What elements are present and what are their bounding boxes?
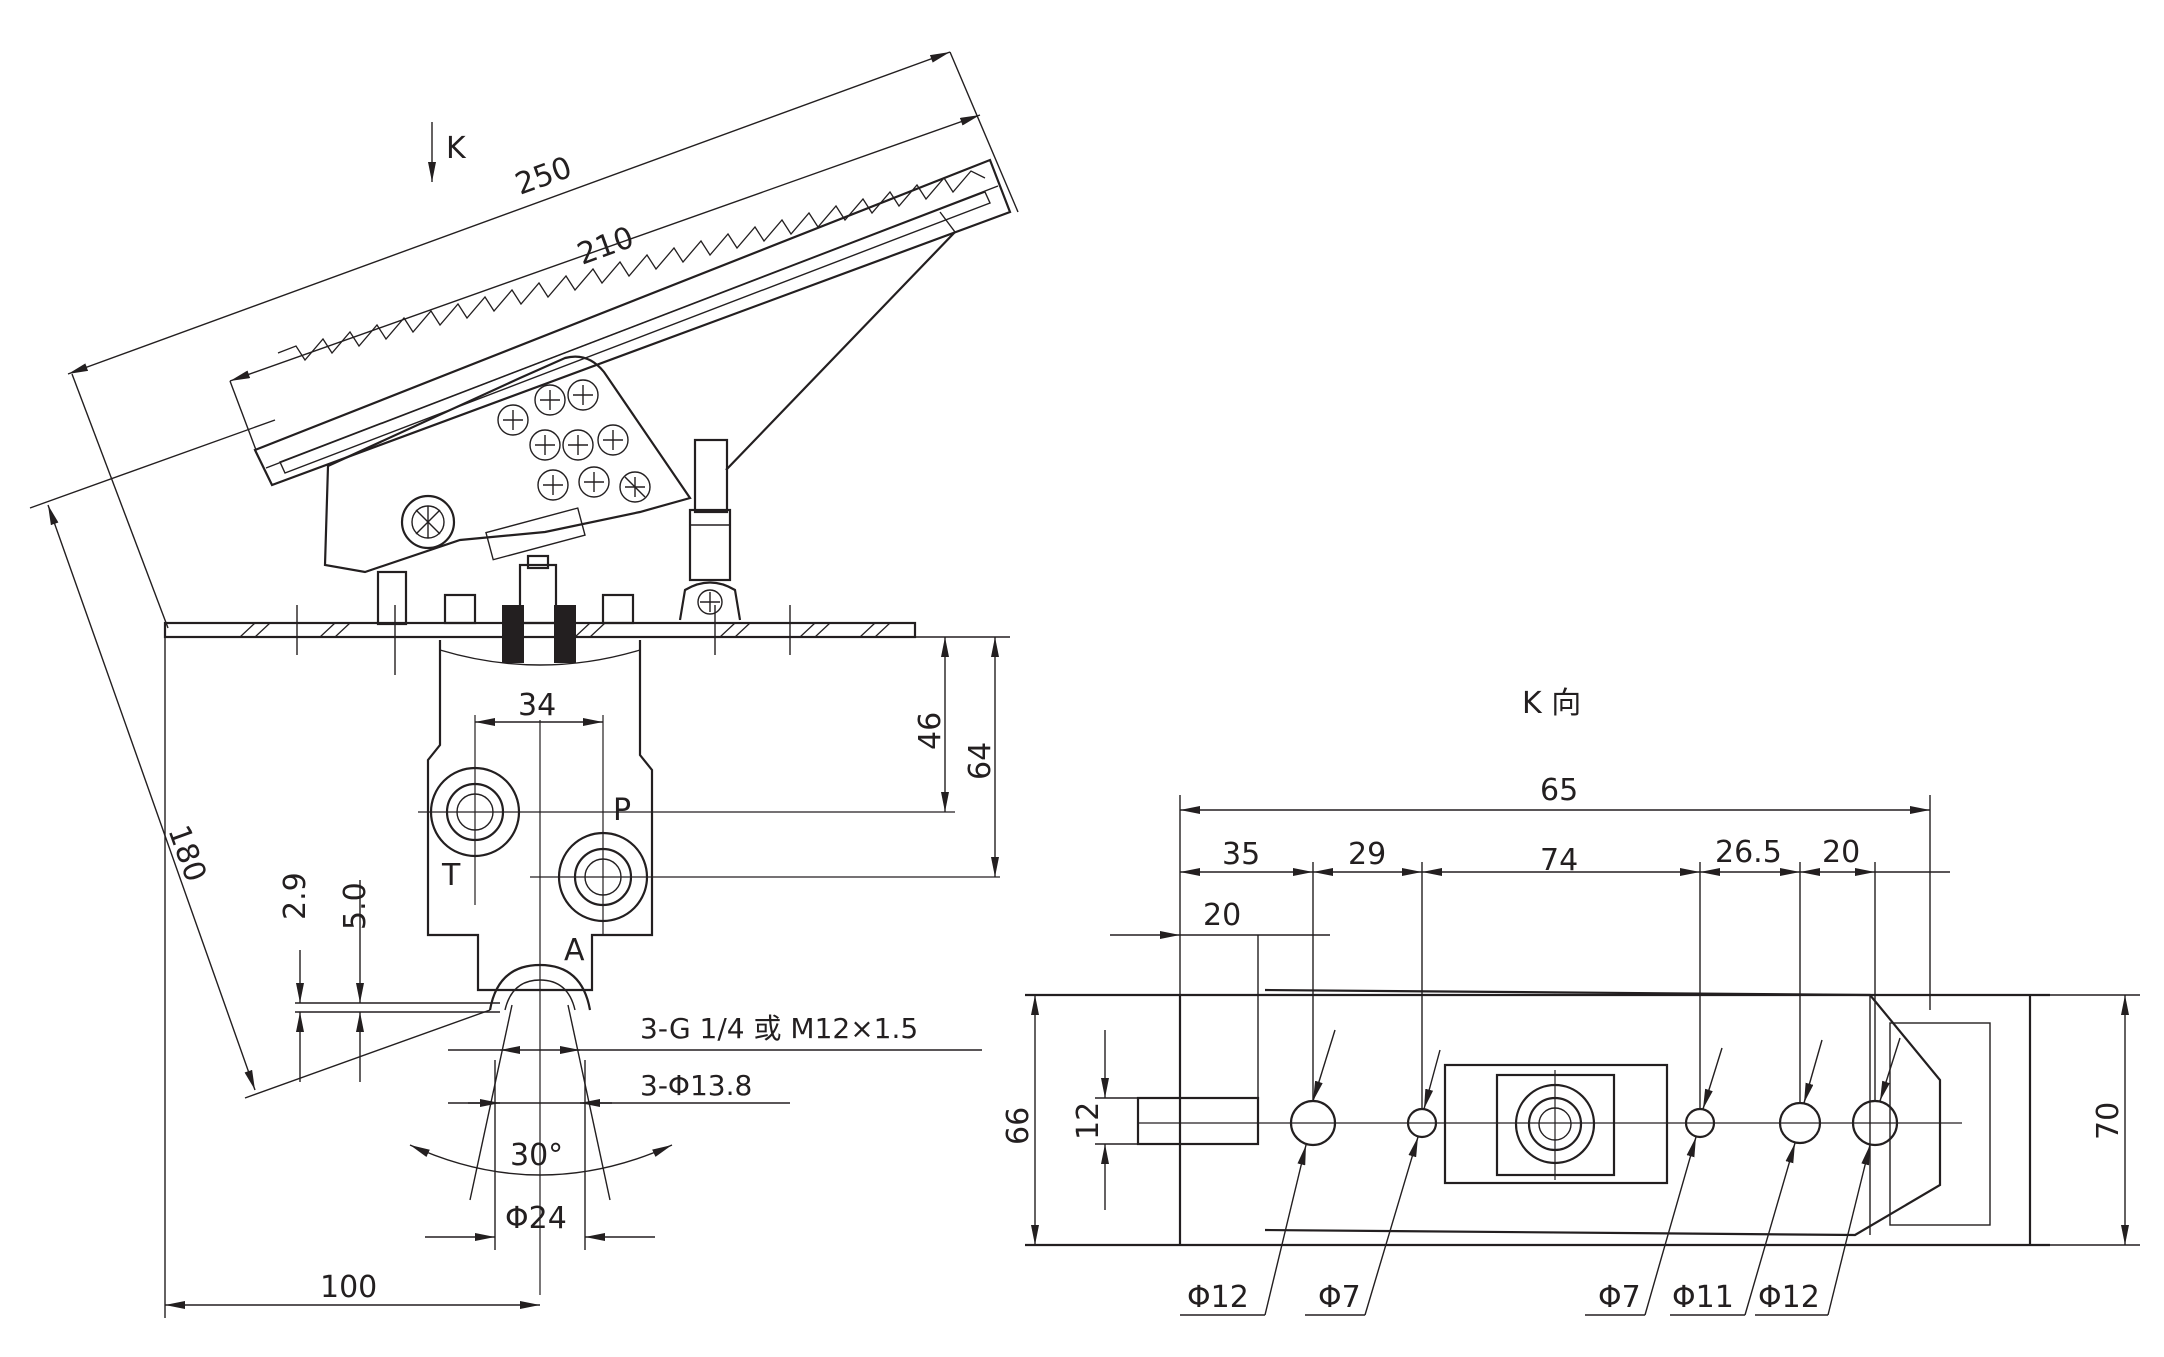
hole-label: Φ12	[1187, 1280, 1249, 1315]
hole-label: Φ12	[1758, 1280, 1820, 1315]
hole-leaders	[1180, 1029, 1901, 1316]
svg-text:3-G 1/4 或 M12×1.5: 3-G 1/4 或 M12×1.5	[640, 1012, 918, 1045]
callout-bore: 3-Φ13.8	[448, 1069, 790, 1107]
dim-46-64: 46 64	[640, 636, 1010, 877]
svg-text:46: 46	[913, 712, 948, 750]
pedal-plate	[253, 158, 1012, 487]
plunger	[502, 554, 576, 663]
svg-text:20: 20	[1203, 898, 1241, 933]
k-view-center-block	[1443, 1063, 1669, 1185]
svg-text:Φ24: Φ24	[505, 1201, 567, 1236]
svg-text:35: 35	[1222, 837, 1260, 872]
svg-text:180: 180	[160, 821, 212, 887]
port-label-a: A	[564, 933, 585, 968]
svg-text:66: 66	[1001, 1107, 1036, 1145]
svg-text:5.0: 5.0	[338, 882, 373, 930]
dim-180: 180	[29, 373, 491, 1099]
svg-text:3-Φ13.8: 3-Φ13.8	[640, 1069, 752, 1102]
svg-text:210: 210	[573, 220, 639, 272]
svg-text:64: 64	[963, 742, 998, 780]
svg-text:100: 100	[320, 1270, 377, 1305]
cap-screws	[443, 593, 635, 625]
main-view: K	[29, 51, 1019, 1318]
svg-text:70: 70	[2091, 1102, 2126, 1140]
svg-text:34: 34	[518, 688, 556, 723]
k-view-title: K 向	[1522, 686, 1581, 721]
svg-text:30°: 30°	[510, 1138, 563, 1173]
port-label-t: T	[441, 858, 461, 893]
dim-30deg: 30°	[409, 1004, 673, 1201]
svg-text:20: 20	[1822, 835, 1860, 870]
k-view-stub	[1136, 1096, 1260, 1146]
pedal-strut	[725, 231, 956, 471]
k-view-arrow: K	[428, 122, 467, 182]
port-label-p: P	[613, 793, 631, 828]
dim-12: 12	[1071, 1030, 1138, 1210]
callout-thread: 3-G 1/4 或 M12×1.5	[448, 1012, 982, 1054]
svg-text:250: 250	[511, 150, 577, 202]
lever-bracket	[323, 355, 692, 574]
k-view-ext-lines	[1179, 795, 1931, 1108]
k-view: K 向	[1001, 686, 2140, 1316]
dim-2-9-5-0: 2.9 5.0	[278, 872, 500, 1082]
dim-66: 66	[1001, 994, 1180, 1245]
k-arrow-label: K	[446, 131, 467, 166]
dim-250: 250	[67, 51, 1019, 375]
dim-20-left: 20	[1110, 898, 1330, 939]
dim-210: 210	[229, 114, 981, 451]
hole-labels: Φ12 Φ7 Φ7 Φ11 Φ12	[1187, 1280, 1820, 1315]
dim-70: 70	[2030, 994, 2140, 1246]
bracket-leg	[376, 570, 408, 626]
svg-text:29: 29	[1348, 837, 1386, 872]
dim-100: 100	[164, 630, 540, 1318]
hole-label: Φ7	[1598, 1280, 1641, 1315]
bracket-screws	[497, 379, 651, 503]
svg-text:65: 65	[1540, 773, 1578, 808]
svg-text:74: 74	[1540, 843, 1578, 878]
lever-rod	[678, 438, 742, 621]
hole-label: Φ11	[1672, 1280, 1734, 1315]
k-view-holes	[1138, 1099, 1962, 1147]
dim-34: 34	[475, 688, 603, 726]
hole-label: Φ7	[1318, 1280, 1361, 1315]
svg-text:12: 12	[1071, 1102, 1106, 1140]
svg-text:26.5: 26.5	[1715, 835, 1782, 870]
dim-phi24: Φ24	[425, 1060, 655, 1250]
svg-text:2.9: 2.9	[278, 872, 313, 920]
center-lines	[418, 715, 1000, 1295]
k-view-outline	[1025, 988, 2050, 1247]
dim-65: 65	[1180, 773, 1930, 814]
dim-chain-row: 35 29 74 26.5 20	[1180, 835, 1950, 878]
